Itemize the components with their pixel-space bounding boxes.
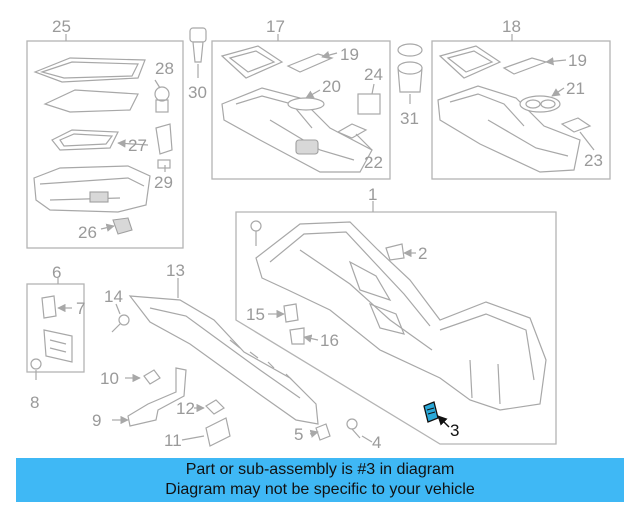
callout-7: 7	[76, 299, 85, 318]
highlighted-part-3	[423, 401, 439, 423]
callout-30: 30	[188, 83, 207, 102]
callout-2: 2	[418, 244, 427, 263]
callout-17: 17	[266, 17, 285, 36]
callout-12: 12	[176, 399, 195, 418]
group-box-25	[26, 34, 184, 249]
callout-15: 15	[246, 305, 265, 324]
callout-1: 1	[368, 185, 377, 204]
callout-labels: 25 28 30 17 19 20 24 31 18 19 21 23 27 2…	[30, 17, 603, 452]
callout-10: 10	[100, 369, 119, 388]
callout-22: 22	[364, 153, 383, 172]
callout-18: 18	[502, 17, 521, 36]
callout-14: 14	[104, 287, 123, 306]
callout-21: 21	[566, 79, 585, 98]
callout-23: 23	[584, 151, 603, 170]
group-box-1	[235, 201, 557, 445]
pin-30	[189, 27, 207, 78]
callout-26: 26	[78, 223, 97, 242]
callout-24: 24	[364, 65, 383, 84]
parts-diagram: 25 28 30 17 19 20 24 31 18 19 21 23 27 2…	[26, 17, 611, 452]
callout-8: 8	[30, 393, 39, 412]
callout-28: 28	[155, 59, 174, 78]
callout-25: 25	[52, 17, 71, 36]
callout-20: 20	[322, 77, 341, 96]
group-box-18	[431, 34, 611, 180]
callout-4: 4	[372, 433, 381, 452]
callout-5: 5	[294, 425, 303, 444]
side-panel-13	[128, 278, 319, 425]
screw-14	[111, 303, 130, 333]
callout-29: 29	[154, 173, 173, 192]
bracket-parts	[127, 367, 361, 447]
callout-6: 6	[52, 263, 61, 282]
banner-line-2: Diagram may not be specific to your vehi…	[165, 481, 475, 498]
callout-31: 31	[400, 109, 419, 128]
callout-9: 9	[92, 411, 101, 430]
group-box-17	[211, 34, 391, 180]
callout-13: 13	[166, 261, 185, 280]
cup-holder-31	[397, 43, 423, 104]
callout-19: 19	[340, 45, 359, 64]
callout-16: 16	[320, 331, 339, 350]
callout-19b: 19	[568, 51, 587, 70]
callout-27: 27	[128, 136, 147, 155]
callout-11: 11	[164, 431, 182, 450]
callout-3-highlight: 3	[450, 421, 459, 440]
info-banner: Part or sub-assembly is #3 in diagram Di…	[16, 458, 624, 502]
group-box-6	[26, 278, 85, 373]
banner-line-1: Part or sub-assembly is #3 in diagram	[185, 461, 455, 478]
